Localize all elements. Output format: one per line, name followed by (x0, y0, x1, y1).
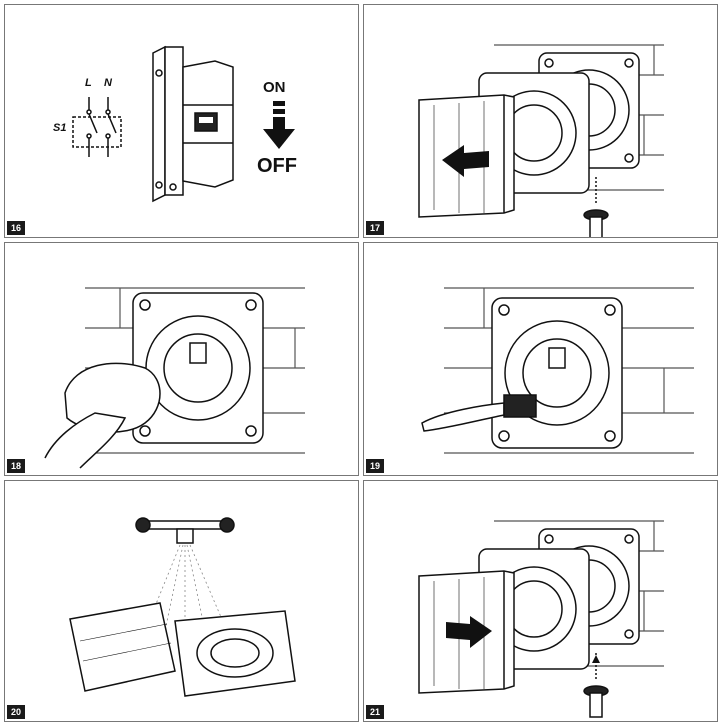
step-number: 17 (366, 221, 385, 235)
cloth-hand (44, 362, 161, 469)
brush-base-illustration (421, 287, 694, 454)
screwdriver-icon (583, 653, 609, 718)
left-arrow-icon (442, 145, 489, 177)
faucet-icon (135, 517, 235, 544)
wash-parts-illustration (69, 517, 296, 697)
right-arrow-icon (446, 616, 492, 648)
power-off-illustration (72, 45, 295, 203)
step-number: 19 (366, 459, 385, 473)
fan-base (132, 292, 264, 444)
panel-18: 18 (4, 242, 359, 476)
step-number: 16 (7, 221, 26, 235)
neutral-label: N (104, 77, 112, 89)
switch-schematic (72, 97, 122, 157)
breaker-box (152, 45, 234, 203)
on-label: ON (263, 79, 286, 96)
screwdriver-icon (583, 177, 609, 237)
panel-16: L N S1 ON OFF 16 (4, 4, 359, 238)
water-spray (144, 544, 228, 632)
panel-19: 19 (363, 242, 718, 476)
down-arrow-icon (263, 101, 295, 149)
off-label: OFF (257, 155, 297, 177)
line-label: L (85, 77, 92, 89)
frame-part (174, 610, 296, 697)
remove-cover-illustration (418, 44, 664, 237)
refit-cover-illustration (418, 520, 664, 718)
panel-21: 21 (363, 480, 718, 722)
step-number: 20 (7, 705, 26, 719)
panel-20: 20 (4, 480, 359, 722)
wipe-base-illustration (44, 287, 305, 469)
step-number: 18 (7, 459, 26, 473)
fan-base (491, 297, 623, 449)
brush-icon (421, 394, 537, 432)
cover-part (69, 602, 176, 692)
switch-label: S1 (53, 122, 67, 134)
step-number: 21 (366, 705, 385, 719)
panel-17: 17 (363, 4, 718, 238)
